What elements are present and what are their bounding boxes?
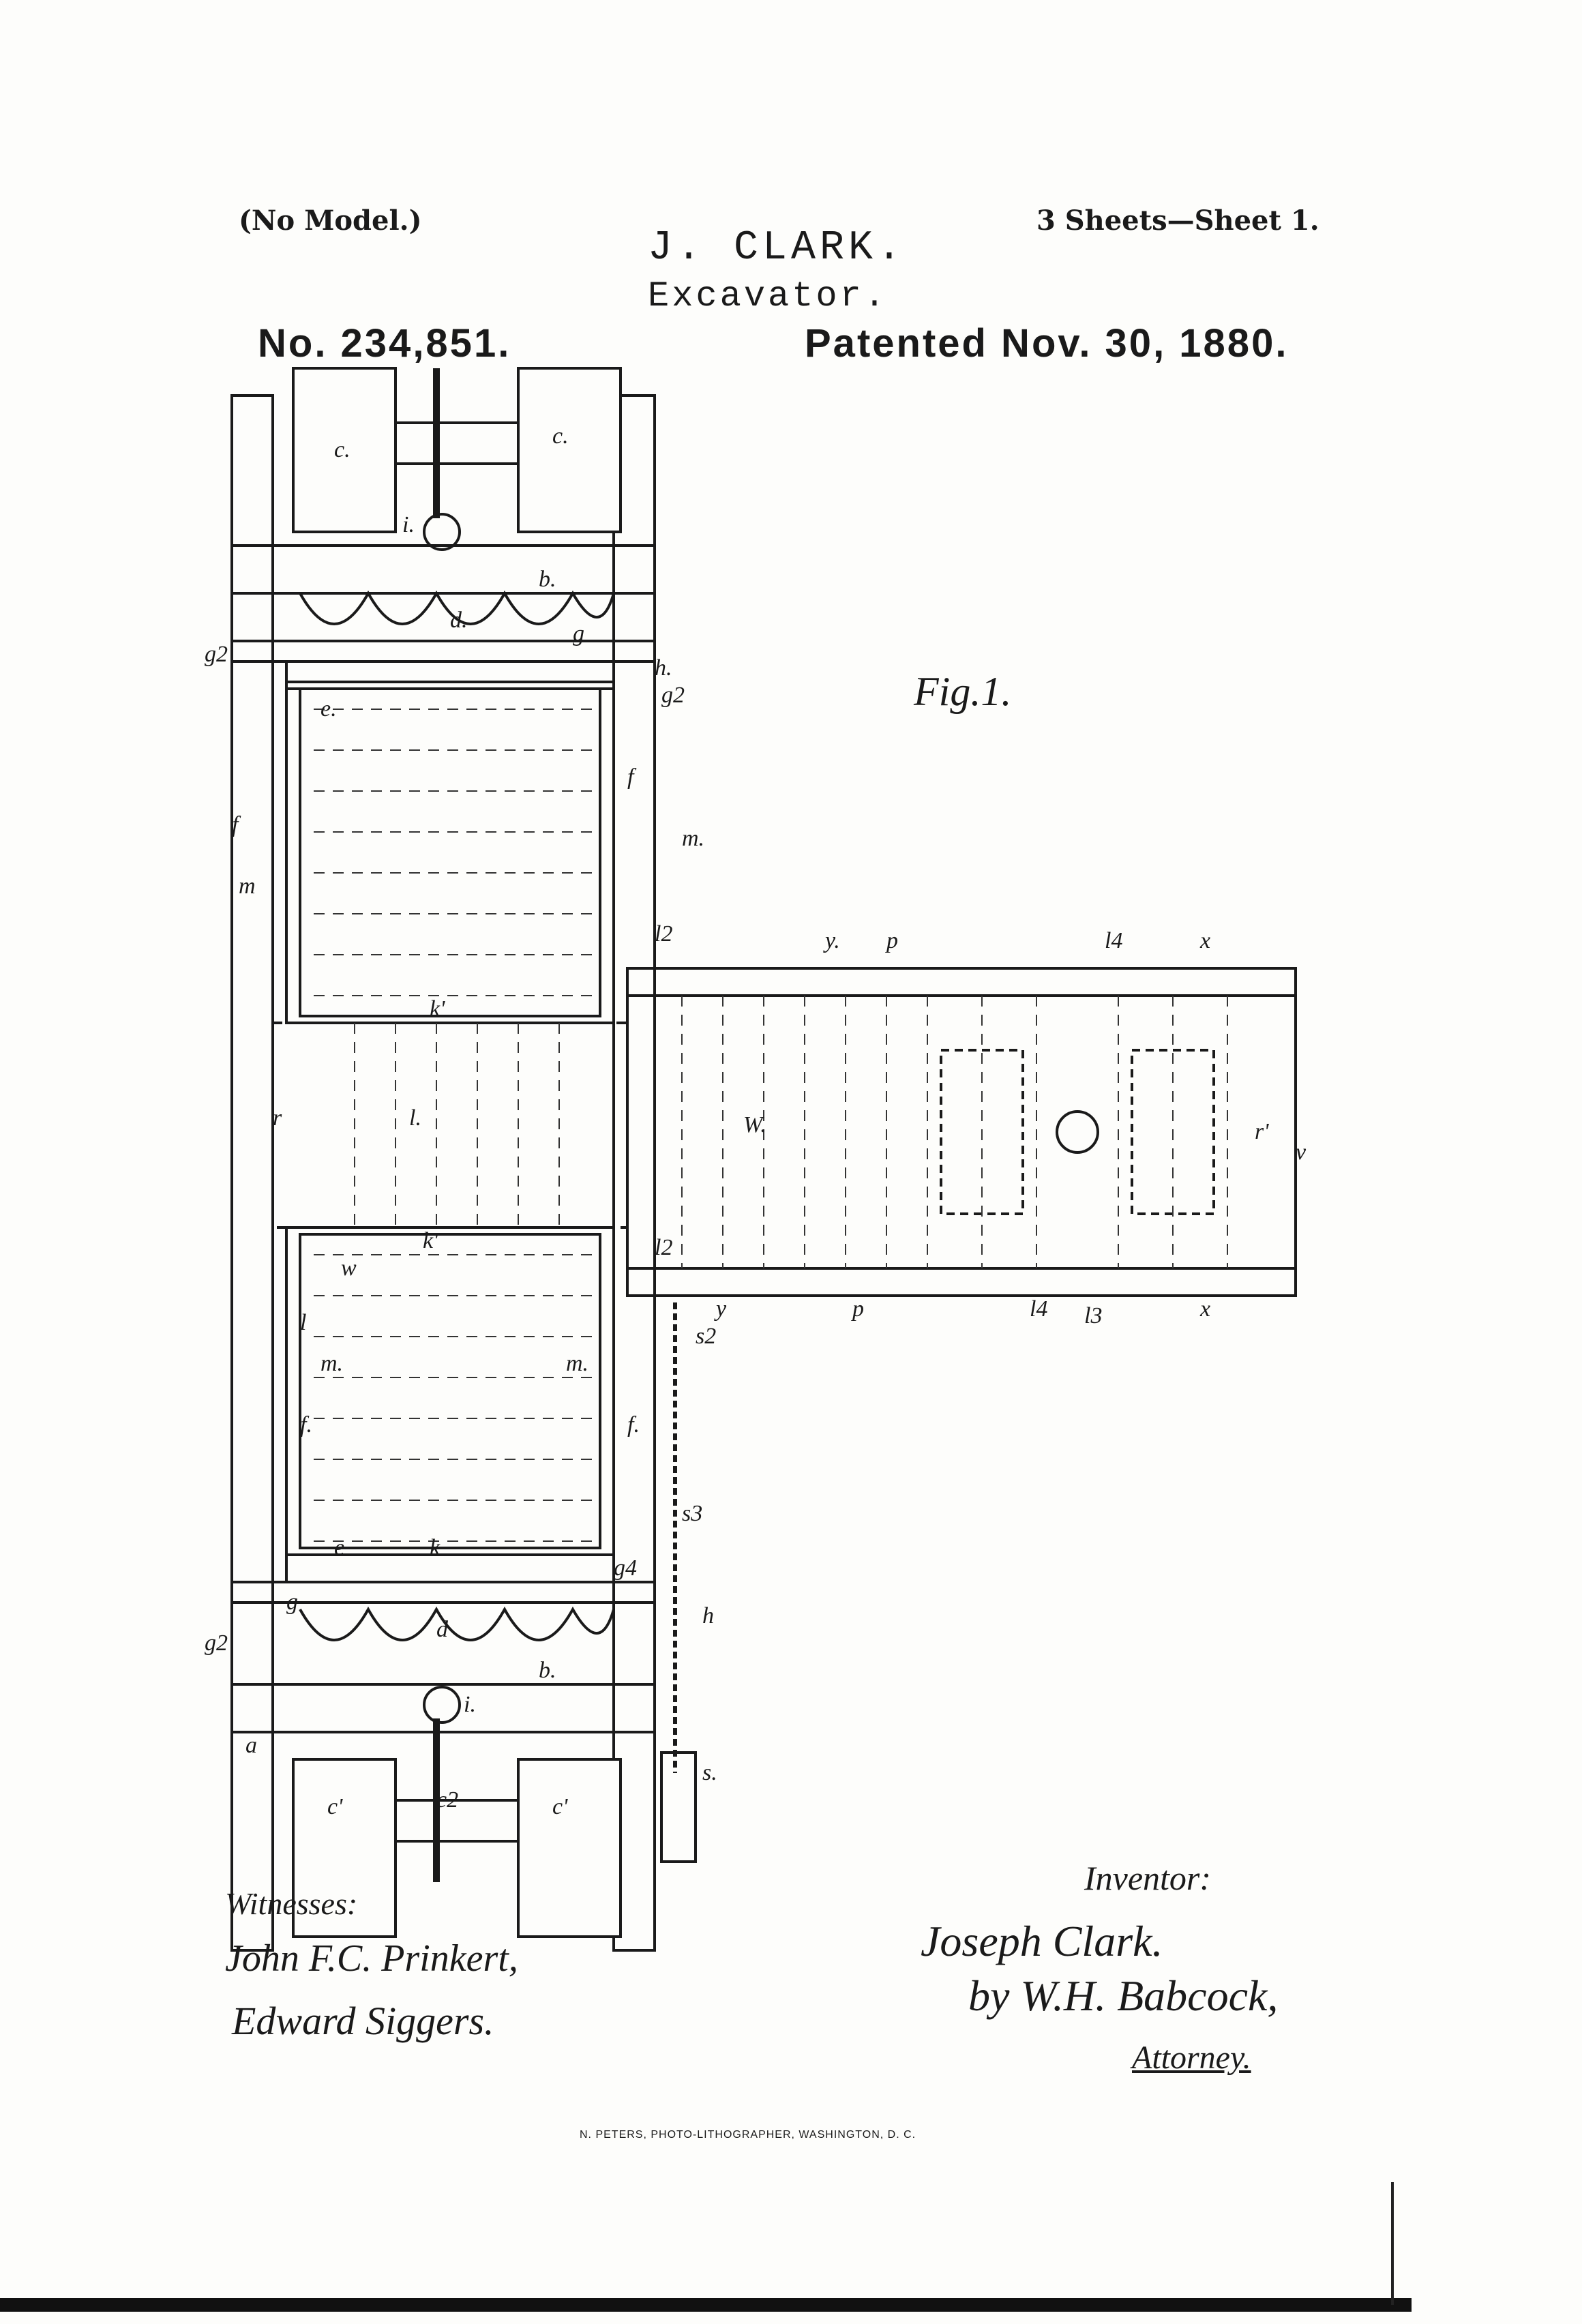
witness-signature-1: John F.C. Prinkert, xyxy=(225,1937,518,1980)
figure-reference-letter: b. xyxy=(539,567,556,592)
figure-reference-letter: e. xyxy=(320,696,337,721)
invention-title: Excavator. xyxy=(648,276,889,316)
figure-reference-letter: c. xyxy=(552,423,569,449)
inventor-label: Inventor: xyxy=(1084,1859,1212,1897)
witness-signature-2: Edward Siggers. xyxy=(232,1999,494,2043)
witnesses-label: Witnesses: xyxy=(225,1886,358,1921)
figure-reference-letter: e xyxy=(334,1535,344,1560)
figure-reference-letter: f. xyxy=(627,1412,640,1437)
figure-reference-letter: l. xyxy=(409,1105,421,1131)
figure-reference-letter: g xyxy=(573,621,584,646)
patent-date: Patented Nov. 30, 1880. xyxy=(805,321,1289,366)
figure-reference-letter: s. xyxy=(702,1760,717,1785)
figure-reference-letter: f xyxy=(232,812,241,837)
figure-reference-letter: b. xyxy=(539,1658,556,1683)
figure-reference-letter: i. xyxy=(402,512,415,537)
figure-reference-letter: m. xyxy=(320,1351,343,1376)
figure-label: Fig.1. xyxy=(914,669,1012,714)
figure-reference-letter: w xyxy=(341,1255,357,1281)
figure-reference-letter: m. xyxy=(682,826,704,851)
figure-reference-letter: x xyxy=(1199,928,1210,953)
figure-reference-letter: g2 xyxy=(205,642,228,667)
figure-reference-letter: y. xyxy=(823,928,840,953)
figure-reference-letter: x xyxy=(1199,1296,1210,1322)
inventor-signature: Joseph Clark. xyxy=(921,1917,1163,1965)
figure-reference-letter: i. xyxy=(464,1692,476,1717)
figure-reference-letter: m xyxy=(239,874,256,899)
figure-reference-letter: c. xyxy=(334,437,350,462)
figure-reference-letter: c2 xyxy=(436,1787,458,1813)
figure-reference-letter: k' xyxy=(430,996,445,1022)
figure-reference-letter: p xyxy=(851,1296,864,1322)
figure-reference-letter: f. xyxy=(300,1412,312,1437)
figure-reference-letter: l2 xyxy=(655,921,672,947)
figure-reference-letter: s2 xyxy=(696,1324,716,1349)
figure-reference-letter: v xyxy=(1296,1139,1307,1165)
figure-reference-letter: g xyxy=(286,1590,298,1615)
figure-reference-letter: l2 xyxy=(655,1235,672,1260)
figure-reference-letter: r' xyxy=(1255,1119,1269,1144)
figure-reference-letter: W. xyxy=(743,1112,766,1137)
figure-reference-letter: g4 xyxy=(614,1555,637,1581)
scan-edge-bar xyxy=(0,2298,1412,2312)
figure-reference-letter: d xyxy=(436,1617,449,1642)
figure-reference-letter: h xyxy=(702,1603,714,1628)
figure-reference-letter: c' xyxy=(327,1794,343,1819)
figure-reference-letter: g2 xyxy=(661,683,685,708)
sheet-count: 3 Sheets—Sheet 1. xyxy=(1036,205,1319,237)
figure-reference-letter: m. xyxy=(566,1351,588,1376)
figure-reference-letter: d. xyxy=(450,608,468,633)
patent-number: No. 234,851. xyxy=(258,321,511,366)
figure-reference-letter: k' xyxy=(423,1228,438,1253)
figure-reference-letter: f xyxy=(627,764,637,790)
figure-reference-letter: p xyxy=(885,928,898,953)
inventor-name: J. CLARK. xyxy=(648,225,906,271)
figure-reference-letter: k xyxy=(430,1535,441,1560)
model-note: (No Model.) xyxy=(239,205,422,237)
figure-reference-letter: y xyxy=(714,1296,727,1322)
scan-edge-mark xyxy=(1391,2182,1394,2305)
figure-reference-letter: r xyxy=(273,1105,282,1131)
figure-reference-letter: g2 xyxy=(205,1630,228,1656)
figure-reference-letter: l xyxy=(300,1310,306,1335)
figure-reference-letter: c' xyxy=(552,1794,568,1819)
attorney-signature: by W.H. Babcock, xyxy=(968,1971,1279,2020)
attorney-label: Attorney. xyxy=(1132,2040,1251,2076)
figure-reference-letter: l4 xyxy=(1105,928,1122,953)
figure-reference-letter: s3 xyxy=(682,1501,702,1526)
figure-reference-letter: l4 xyxy=(1030,1296,1047,1322)
figure-reference-letter: l3 xyxy=(1084,1303,1102,1328)
figure-reference-letter: h. xyxy=(655,655,672,681)
figure-reference-letter: a xyxy=(245,1733,257,1758)
lithographer-credit: N. PETERS, PHOTO-LITHOGRAPHER, WASHINGTO… xyxy=(580,2129,916,2141)
